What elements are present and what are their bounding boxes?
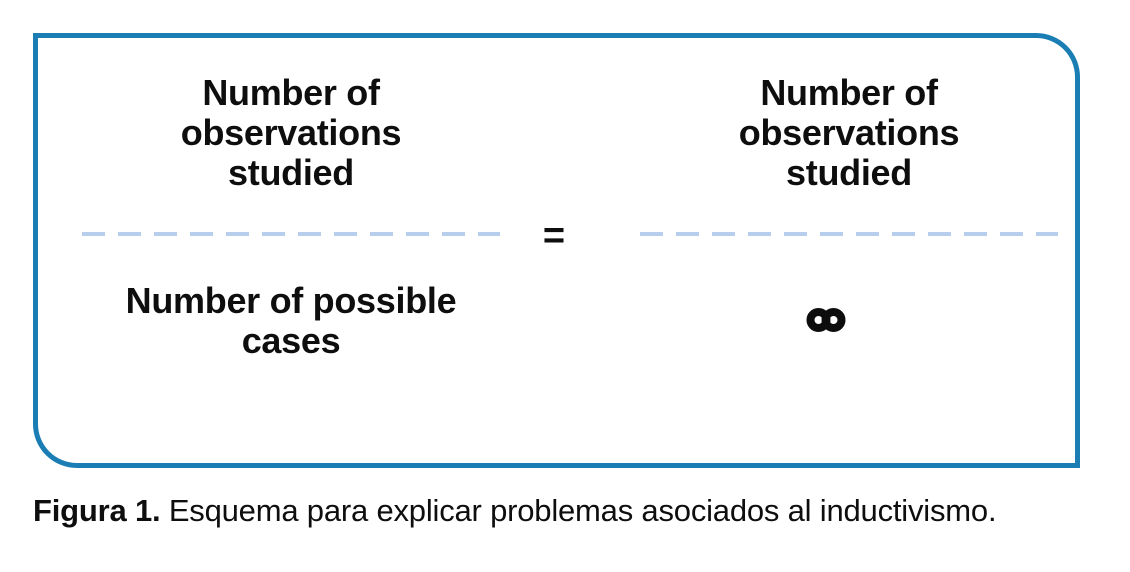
left-fraction-bar [82, 232, 500, 236]
left-fraction-denominator: Number of possible cases [125, 280, 457, 361]
left-fraction: Number of observations studied Number of… [82, 38, 500, 463]
right-fraction-denominator: ∞ [806, 307, 846, 333]
figure-caption-text: Esquema para explicar problemas asociado… [160, 493, 997, 528]
equals-sign: = [542, 215, 566, 257]
right-fraction-numerator: Number of observations studied [738, 72, 960, 193]
right-fraction-bar [640, 232, 1058, 236]
left-fraction-numerator: Number of observations studied [180, 72, 402, 193]
figure-caption-label: Figura 1. [33, 493, 161, 528]
right-fraction: Number of observations studied ∞ [640, 38, 1058, 463]
infinity-icon [806, 308, 846, 332]
inductivism-equation-box: Number of observations studied Number of… [33, 33, 1080, 468]
figure-caption: Figura 1. Esquema para explicar problema… [33, 492, 997, 530]
